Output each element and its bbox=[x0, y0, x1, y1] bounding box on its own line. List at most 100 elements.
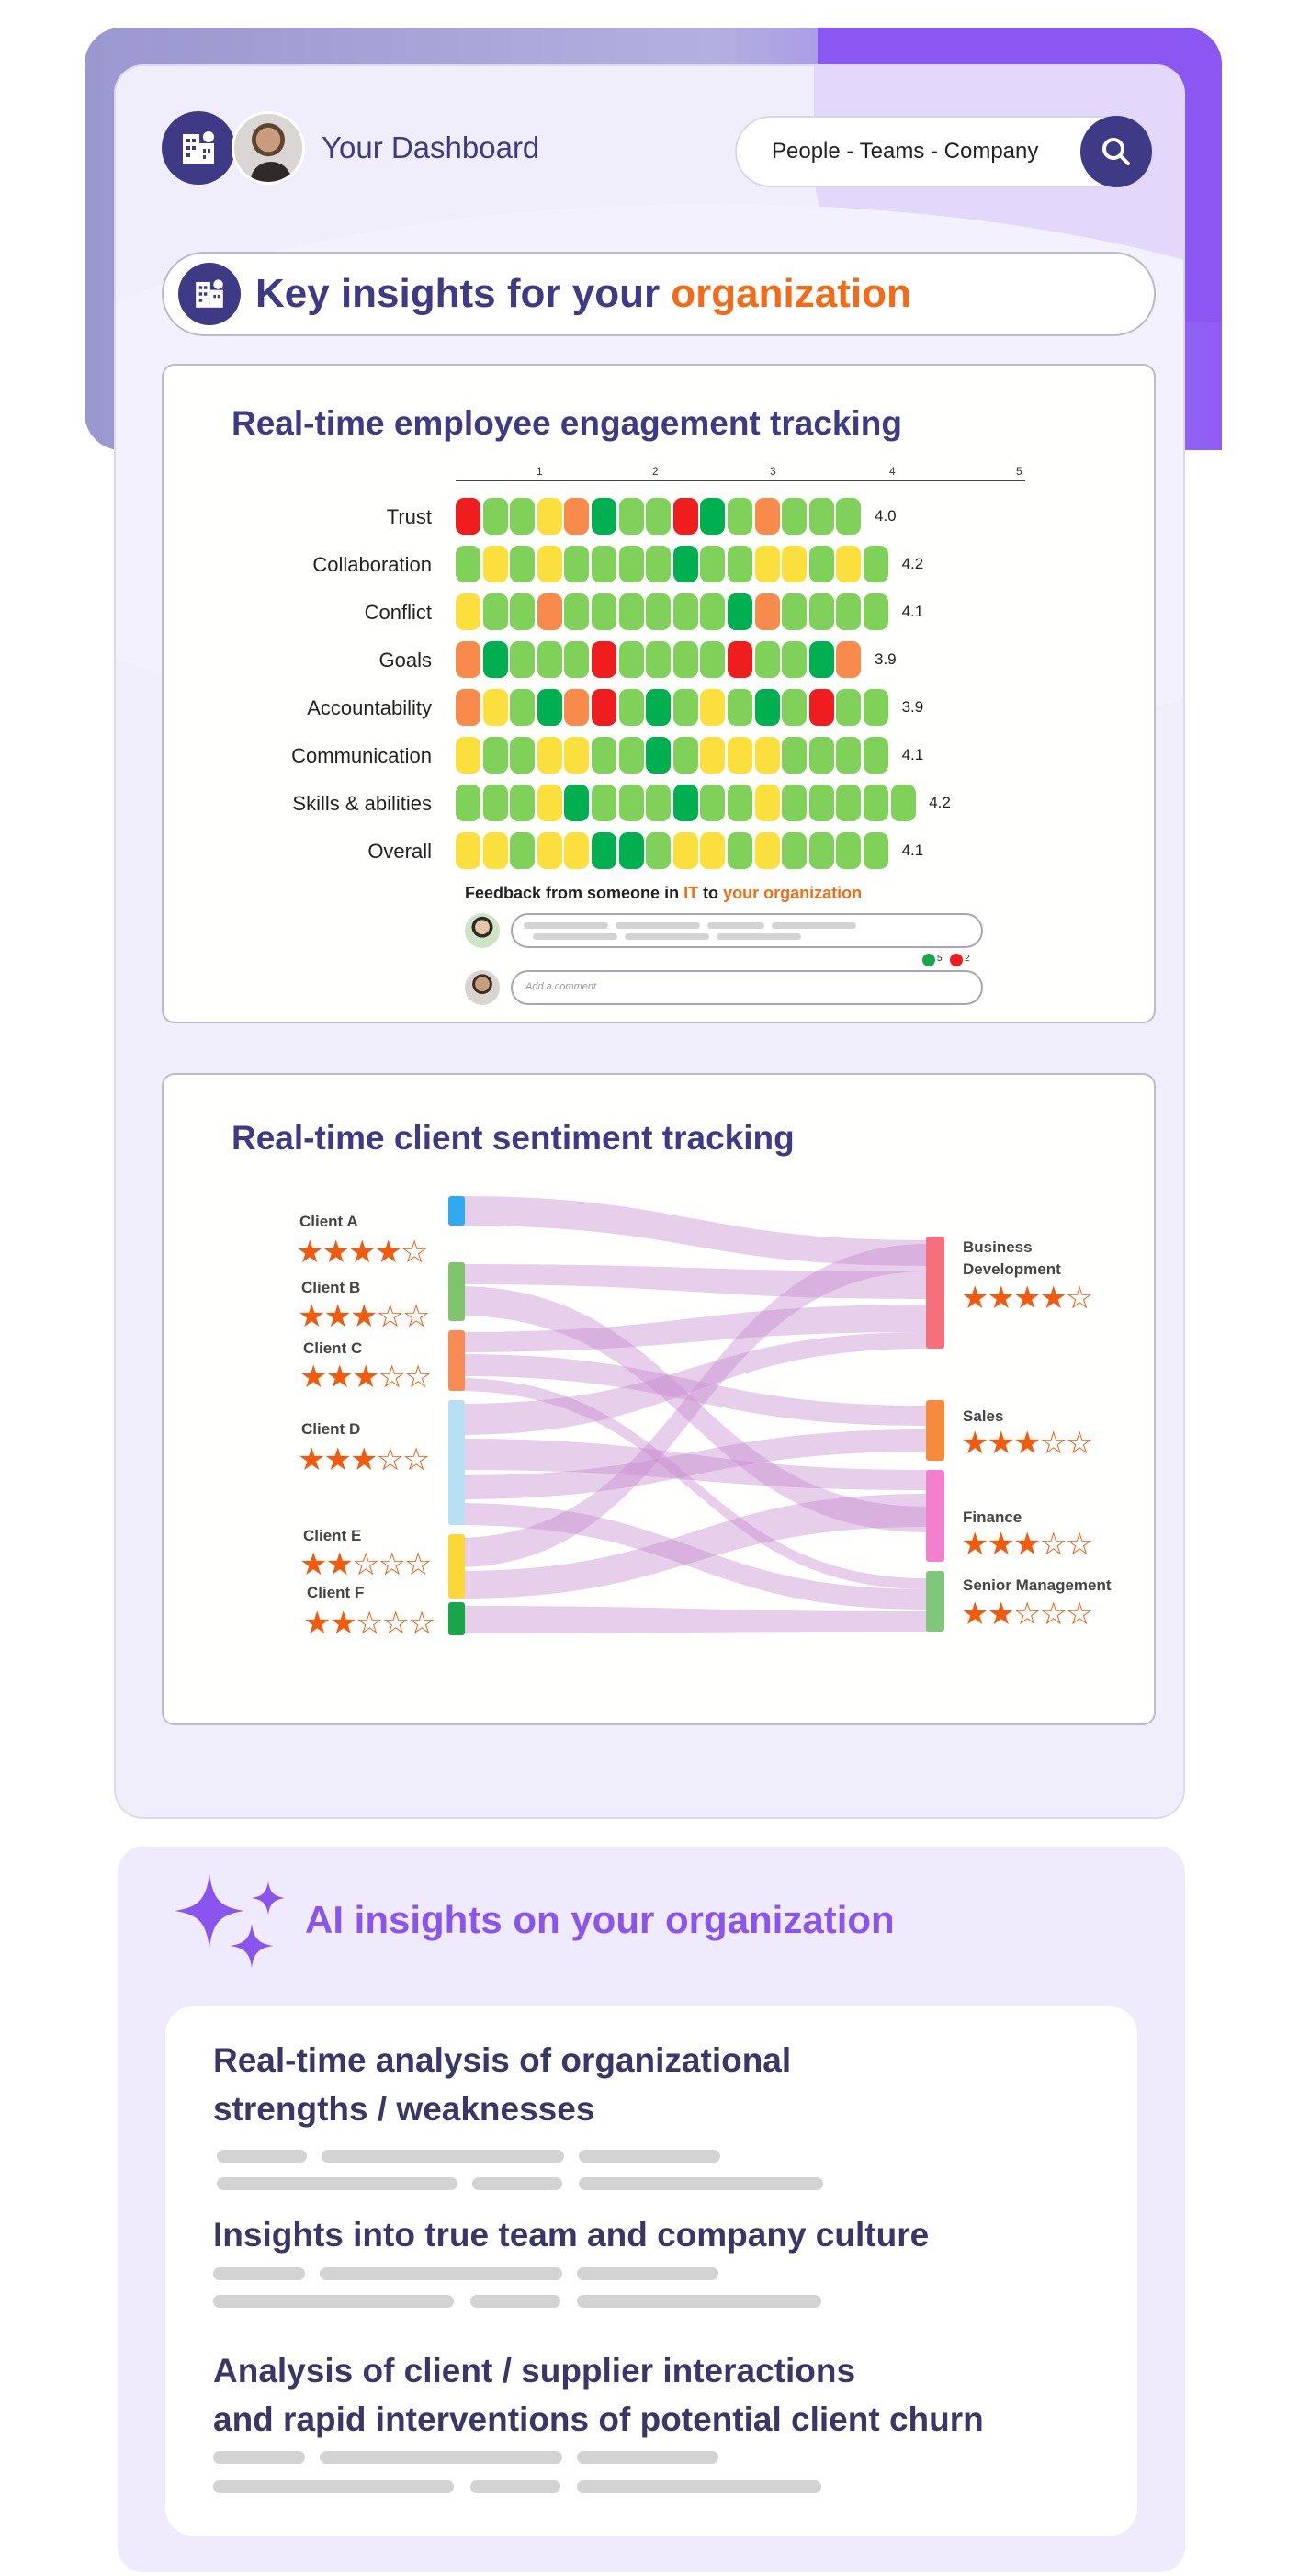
heatmap-cell[interactable] bbox=[890, 785, 916, 821]
heatmap-cell[interactable] bbox=[700, 498, 726, 535]
heatmap-cell[interactable] bbox=[754, 641, 780, 678]
heatmap-cell[interactable] bbox=[564, 593, 590, 630]
search-input[interactable]: People - Teams - Company bbox=[772, 139, 1039, 164]
heatmap-cell[interactable] bbox=[618, 546, 644, 582]
heatmap-cell[interactable] bbox=[836, 785, 862, 821]
heatmap-cell[interactable] bbox=[808, 641, 834, 678]
heatmap-cell[interactable] bbox=[564, 832, 590, 869]
company-logo-icon[interactable] bbox=[162, 111, 235, 185]
client-node[interactable] bbox=[448, 1602, 465, 1635]
sankey-flow[interactable] bbox=[456, 1196, 928, 1266]
heatmap-cell[interactable] bbox=[754, 832, 780, 869]
heatmap-cell[interactable] bbox=[728, 785, 752, 821]
heatmap-cell[interactable] bbox=[537, 737, 562, 774]
heatmap-cell[interactable] bbox=[482, 689, 508, 726]
heatmap-cell[interactable] bbox=[592, 546, 616, 582]
heatmap-cell[interactable] bbox=[782, 546, 808, 582]
heatmap-cell[interactable] bbox=[592, 785, 616, 821]
heatmap-cell[interactable] bbox=[618, 832, 644, 869]
heatmap-cell[interactable] bbox=[537, 498, 562, 535]
department-node[interactable] bbox=[926, 1400, 944, 1461]
heatmap-cell[interactable] bbox=[592, 498, 616, 535]
heatmap-cell[interactable] bbox=[510, 546, 536, 582]
heatmap-cell[interactable] bbox=[754, 689, 780, 726]
heatmap-cell[interactable] bbox=[782, 641, 808, 678]
heatmap-cell[interactable] bbox=[728, 737, 752, 774]
heatmap-cell[interactable] bbox=[728, 689, 752, 726]
heatmap-cell[interactable] bbox=[510, 832, 536, 869]
heatmap-cell[interactable] bbox=[754, 785, 780, 821]
like-reaction-icon[interactable] bbox=[922, 954, 935, 966]
heatmap-cell[interactable] bbox=[618, 737, 644, 774]
heatmap-cell[interactable] bbox=[672, 641, 698, 678]
client-node[interactable] bbox=[448, 1262, 465, 1321]
heatmap-cell[interactable] bbox=[482, 641, 508, 678]
heatmap-cell[interactable] bbox=[836, 641, 862, 678]
sankey-flow[interactable] bbox=[456, 1305, 928, 1352]
heatmap-cell[interactable] bbox=[808, 546, 834, 582]
heatmap-cell[interactable] bbox=[564, 737, 590, 774]
heatmap-cell[interactable] bbox=[592, 737, 616, 774]
heatmap-cell[interactable] bbox=[700, 546, 726, 582]
heatmap-cell[interactable] bbox=[808, 689, 834, 726]
heatmap-cell[interactable] bbox=[510, 689, 536, 726]
heatmap-cell[interactable] bbox=[836, 737, 862, 774]
heatmap-cell[interactable] bbox=[646, 593, 672, 630]
sankey-flow[interactable] bbox=[456, 1429, 928, 1499]
heatmap-cell[interactable] bbox=[537, 689, 562, 726]
heatmap-cell[interactable] bbox=[836, 593, 862, 630]
heatmap-cell[interactable] bbox=[864, 546, 888, 582]
heatmap-cell[interactable] bbox=[808, 498, 834, 535]
heatmap-cell[interactable] bbox=[672, 832, 698, 869]
heatmap-cell[interactable] bbox=[646, 498, 672, 535]
department-node[interactable] bbox=[926, 1470, 944, 1562]
heatmap-cell[interactable] bbox=[672, 593, 698, 630]
heatmap-cell[interactable] bbox=[618, 593, 644, 630]
heatmap-cell[interactable] bbox=[808, 737, 834, 774]
heatmap-cell[interactable] bbox=[537, 593, 562, 630]
heatmap-cell[interactable] bbox=[700, 737, 726, 774]
heatmap-cell[interactable] bbox=[592, 689, 616, 726]
heatmap-cell[interactable] bbox=[564, 689, 590, 726]
heatmap-cell[interactable] bbox=[510, 785, 536, 821]
heatmap-cell[interactable] bbox=[456, 641, 480, 678]
heatmap-cell[interactable] bbox=[456, 593, 480, 630]
client-node[interactable] bbox=[448, 1330, 465, 1391]
heatmap-cell[interactable] bbox=[782, 689, 808, 726]
heatmap-cell[interactable] bbox=[564, 498, 590, 535]
heatmap-cell[interactable] bbox=[864, 785, 888, 821]
sankey-flow[interactable] bbox=[456, 1606, 928, 1633]
heatmap-cell[interactable] bbox=[836, 546, 862, 582]
heatmap-cell[interactable] bbox=[700, 785, 726, 821]
add-comment-input[interactable]: Add a comment bbox=[511, 970, 983, 1005]
client-node[interactable] bbox=[448, 1196, 465, 1226]
heatmap-cell[interactable] bbox=[672, 737, 698, 774]
heatmap-cell[interactable] bbox=[808, 785, 834, 821]
heatmap-cell[interactable] bbox=[728, 641, 752, 678]
dislike-reaction-icon[interactable] bbox=[950, 954, 963, 966]
sankey-flow[interactable] bbox=[456, 1494, 928, 1599]
heatmap-cell[interactable] bbox=[700, 641, 726, 678]
heatmap-cell[interactable] bbox=[537, 546, 562, 582]
search-bar[interactable]: People - Teams - Company bbox=[735, 116, 1154, 187]
heatmap-cell[interactable] bbox=[618, 498, 644, 535]
heatmap-cell[interactable] bbox=[592, 832, 616, 869]
client-node[interactable] bbox=[448, 1400, 465, 1525]
heatmap-cell[interactable] bbox=[456, 689, 480, 726]
heatmap-cell[interactable] bbox=[808, 593, 834, 630]
heatmap-cell[interactable] bbox=[618, 641, 644, 678]
heatmap-cell[interactable] bbox=[782, 498, 808, 535]
heatmap-cell[interactable] bbox=[646, 737, 672, 774]
sankey-flow[interactable] bbox=[456, 1439, 928, 1490]
sankey-flow[interactable] bbox=[456, 1354, 928, 1426]
heatmap-cell[interactable] bbox=[782, 593, 808, 630]
heatmap-cell[interactable] bbox=[510, 641, 536, 678]
heatmap-cell[interactable] bbox=[456, 737, 480, 774]
sankey-flow[interactable] bbox=[456, 1503, 928, 1610]
heatmap-cell[interactable] bbox=[456, 546, 480, 582]
heatmap-cell[interactable] bbox=[672, 689, 698, 726]
heatmap-cell[interactable] bbox=[482, 498, 508, 535]
heatmap-cell[interactable] bbox=[482, 832, 508, 869]
heatmap-cell[interactable] bbox=[537, 641, 562, 678]
heatmap-cell[interactable] bbox=[672, 546, 698, 582]
